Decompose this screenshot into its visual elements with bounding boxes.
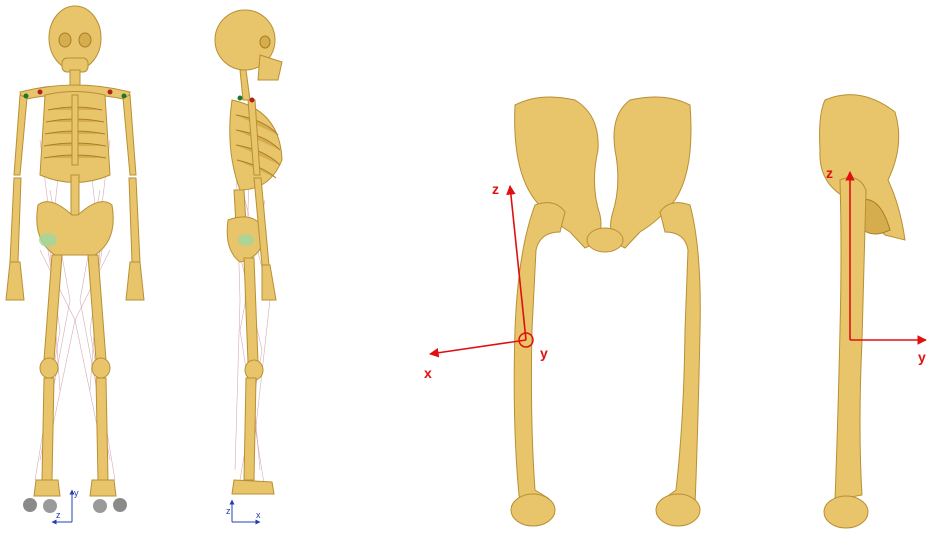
front-femur-y-label: y [540,345,548,361]
front-legs [34,255,116,496]
front-axis-z-label: z [56,510,61,520]
side-axis-z-label: z [226,506,231,516]
front-skeleton: y z [6,6,144,522]
front-femur-x-label: x [424,365,432,381]
front-ribcage [40,92,110,183]
side-skeleton: z x [215,10,282,522]
side-femur-view: z y [820,95,926,528]
side-axis-x-label: x [256,510,261,520]
side-femur-z-label: z [826,165,833,181]
front-right-femur [660,203,700,505]
front-axis-y-label: y [74,488,79,498]
side-femur-y-label: y [918,349,926,365]
side-skeleton-axes: z x [226,500,261,522]
front-femur-view: z x y [424,97,700,526]
front-femur-z-label: z [492,181,499,197]
